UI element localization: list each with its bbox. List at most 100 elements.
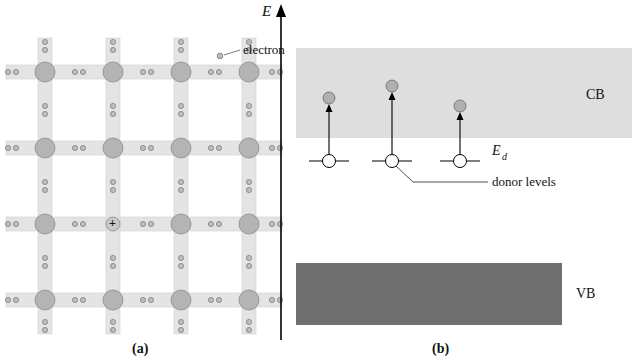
silicon-atom [171,138,191,158]
valence-electron [269,297,274,302]
valence-electron [246,103,251,108]
silicon-atom [239,290,259,310]
valence-electron [216,297,221,302]
silicon-atom [239,138,259,158]
callout-label: electron [243,43,285,56]
conduction-electron [386,80,398,92]
valence-electron [216,145,221,150]
valence-electron [178,47,183,52]
valence-band: VB [296,263,562,325]
valence-electron [269,69,274,74]
valence-electron [208,297,213,302]
axis-arrowhead [276,4,286,17]
axis-label: E [262,4,271,19]
valence-electron [110,187,115,192]
valence-electron [208,145,213,150]
silicon-atom [103,138,123,158]
silicon-atom [171,214,191,234]
silicon-atom [239,62,259,82]
valence-electron [72,221,77,226]
valence-electron [80,297,85,302]
conduction-band: CB [296,48,632,138]
valence-electron [246,255,251,260]
valence-electron [246,327,251,332]
valence-electron [42,103,47,108]
valence-electron [110,179,115,184]
valence-electron [5,69,10,74]
valence-electron [42,39,47,44]
level-subscript: d [502,152,507,162]
valence-electron [178,187,183,192]
valence-electron [72,69,77,74]
valence-electron [178,103,183,108]
leader-line [396,166,413,182]
empty-donor-state [454,155,467,168]
valence-electron [42,255,47,260]
conduction-electron [454,100,466,112]
excitation-arrow [328,110,329,154]
valence-electron [72,297,77,302]
arrowhead [326,104,333,112]
valence-electron [42,111,47,116]
silicon-atom [239,214,259,234]
valence-electron [140,297,145,302]
empty-donor-state [386,155,399,168]
valence-electron [178,39,183,44]
panel-label: (a) [132,342,148,356]
conduction-electron [323,92,335,104]
valence-electron [80,69,85,74]
valence-electron [148,145,153,150]
valence-electron [246,187,251,192]
valence-electron [178,327,183,332]
valence-electron [216,221,221,226]
valence-electron [178,263,183,268]
silicon-atom [35,138,55,158]
valence-electron [13,69,18,74]
valence-electron [110,47,115,52]
valence-electron [110,319,115,324]
crystal-lattice [5,38,282,334]
valence-electron [42,179,47,184]
energy-axis [280,14,282,340]
valence-electron [140,221,145,226]
valence-electron [110,327,115,332]
valence-electron [246,111,251,116]
valence-electron [5,145,10,150]
valence-electron [269,145,274,150]
valence-electron [246,179,251,184]
valence-electron [42,187,47,192]
valence-electron [178,255,183,260]
valence-electron [110,103,115,108]
band-diagram [276,4,632,340]
charge-symbol: + [109,217,116,229]
valence-electron [277,69,282,74]
valence-electron [246,319,251,324]
valence-electron [13,145,18,150]
valence-electron [277,297,282,302]
silicon-atom [171,62,191,82]
valence-electron [110,39,115,44]
excitation-arrow [459,118,460,154]
panel-label: (b) [432,342,449,356]
valence-electron [277,145,282,150]
conduction-band [296,48,632,138]
silicon-atom [103,62,123,82]
valence-band [296,263,562,325]
valence-electron [13,221,18,226]
valence-electron [42,263,47,268]
valence-electron [140,145,145,150]
valence-electron [208,69,213,74]
valence-electron [42,319,47,324]
arrowhead [457,112,464,120]
valence-electron [269,221,274,226]
valence-electron [148,221,153,226]
valence-electron [178,111,183,116]
valence-electron [5,297,10,302]
valence-electron [13,297,18,302]
valence-electron [110,255,115,260]
valence-electron [42,327,47,332]
donor-atom [106,217,120,231]
valence-electron [42,47,47,52]
leader-line [413,182,488,183]
